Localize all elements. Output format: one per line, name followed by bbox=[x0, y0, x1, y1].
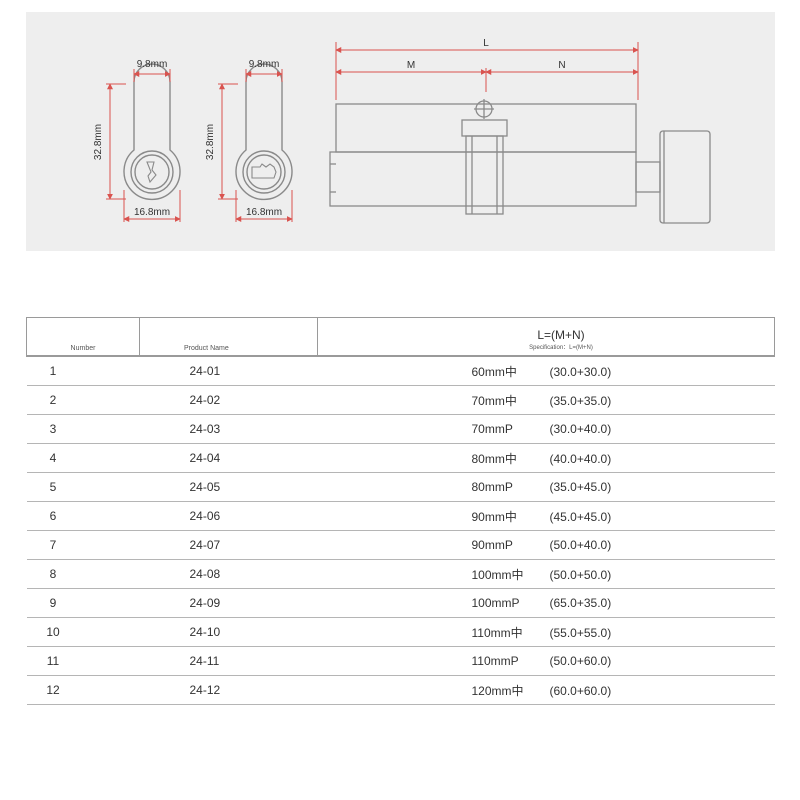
row-product-name: 24-04 bbox=[139, 443, 318, 473]
header-product-name: Product Name bbox=[139, 317, 318, 357]
row-product-name: 24-08 bbox=[139, 559, 318, 589]
row-m-plus-n: (30.0+30.0) bbox=[549, 364, 612, 379]
header-product-name-label: Product Name bbox=[184, 345, 229, 352]
header-number: Number bbox=[26, 317, 140, 357]
row-m-plus-n: (60.0+60.0) bbox=[549, 683, 612, 698]
row-specification: 60mm中 (30.0+30.0) bbox=[317, 356, 775, 386]
header-spec-subtitle: Specification：L=(M+N) bbox=[529, 345, 593, 351]
row-number: 2 bbox=[26, 385, 140, 415]
row-m-plus-n: (40.0+40.0) bbox=[549, 451, 612, 466]
m-length-label: M bbox=[407, 60, 415, 71]
n-length-label: N bbox=[558, 60, 565, 71]
row-length: 120mm中 bbox=[471, 683, 524, 698]
row-length: 70mm中 bbox=[471, 393, 517, 408]
row-m-plus-n: (45.0+45.0) bbox=[549, 509, 612, 524]
row-number: 12 bbox=[26, 675, 140, 705]
row-m-plus-n: (65.0+35.0) bbox=[549, 596, 612, 610]
row-number: 9 bbox=[26, 588, 140, 618]
left-width-label: 9.8mm bbox=[137, 59, 168, 70]
header-number-label: Number bbox=[70, 345, 96, 352]
row-specification: 90mmP (50.0+40.0) bbox=[317, 530, 775, 560]
row-number: 6 bbox=[26, 501, 140, 531]
row-specification: 110mm中 (55.0+55.0) bbox=[317, 617, 775, 647]
row-specification: 100mmP (65.0+35.0) bbox=[317, 588, 775, 618]
row-product-name: 24-02 bbox=[139, 385, 318, 415]
row-number: 5 bbox=[26, 472, 140, 502]
row-length: 110mmP bbox=[471, 654, 519, 668]
diagram-panel: 9.8mm 32.8mm 16.8mm 9.8mm 32.8mm 16.8mm bbox=[26, 12, 775, 251]
row-m-plus-n: (50.0+40.0) bbox=[549, 538, 612, 552]
header-spec-title: L=(M+N) bbox=[537, 328, 585, 342]
left-profile bbox=[123, 63, 181, 201]
row-length: 60mm中 bbox=[471, 364, 517, 379]
row-specification: 90mm中 (45.0+45.0) bbox=[317, 501, 775, 531]
table-header-row: Number Product Name L=(M+N) Specificatio… bbox=[26, 317, 775, 357]
row-length: 80mmP bbox=[471, 480, 513, 494]
length-dimensions bbox=[335, 42, 639, 100]
row-specification: 110mmP (50.0+60.0) bbox=[317, 646, 775, 676]
row-specification: 80mmP (35.0+45.0) bbox=[317, 472, 775, 502]
row-specification: 80mm中 (40.0+40.0) bbox=[317, 443, 775, 473]
row-number: 3 bbox=[26, 414, 140, 444]
row-number: 7 bbox=[26, 530, 140, 560]
left-base-label: 16.8mm bbox=[134, 207, 170, 218]
row-length: 80mm中 bbox=[471, 451, 517, 466]
row-product-name: 24-06 bbox=[139, 501, 318, 531]
row-specification: 70mm中 (35.0+35.0) bbox=[317, 385, 775, 415]
row-m-plus-n: (30.0+40.0) bbox=[549, 422, 612, 436]
row-specification: 70mmP (30.0+40.0) bbox=[317, 414, 775, 444]
row-specification: 100mm中 (50.0+50.0) bbox=[317, 559, 775, 589]
row-number: 11 bbox=[26, 646, 140, 676]
spec-table: Number Product Name L=(M+N) Specificatio… bbox=[26, 317, 775, 705]
row-m-plus-n: (50.0+60.0) bbox=[549, 654, 612, 668]
left-dimensions bbox=[106, 69, 181, 222]
total-length-label: L bbox=[483, 38, 489, 49]
row-length: 90mm中 bbox=[471, 509, 517, 524]
row-product-name: 24-10 bbox=[139, 617, 318, 647]
row-length: 100mmP bbox=[471, 596, 520, 610]
cylinder-drawing: 9.8mm 32.8mm 16.8mm 9.8mm 32.8mm 16.8mm bbox=[93, 38, 711, 224]
row-number: 10 bbox=[26, 617, 140, 647]
row-length: 110mm中 bbox=[471, 625, 523, 640]
row-number: 8 bbox=[26, 559, 140, 589]
row-m-plus-n: (50.0+50.0) bbox=[549, 567, 612, 582]
row-length: 100mm中 bbox=[471, 567, 524, 582]
row-product-name: 24-03 bbox=[139, 414, 318, 444]
row-product-name: 24-07 bbox=[139, 530, 318, 560]
row-length: 70mmP bbox=[471, 422, 513, 436]
right-base-label: 16.8mm bbox=[246, 207, 282, 218]
right-profile bbox=[235, 63, 293, 201]
left-height-label: 32.8mm bbox=[93, 124, 104, 160]
row-product-name: 24-01 bbox=[139, 356, 318, 386]
right-dimensions bbox=[218, 69, 293, 222]
right-width-label: 9.8mm bbox=[249, 59, 280, 70]
row-product-name: 24-11 bbox=[139, 646, 318, 676]
right-height-label: 32.8mm bbox=[205, 124, 216, 160]
row-m-plus-n: (35.0+35.0) bbox=[549, 393, 612, 408]
row-number: 4 bbox=[26, 443, 140, 473]
row-length: 90mmP bbox=[471, 538, 513, 552]
row-number: 1 bbox=[26, 356, 140, 386]
row-product-name: 24-12 bbox=[139, 675, 318, 705]
row-m-plus-n: (35.0+45.0) bbox=[549, 480, 612, 494]
row-product-name: 24-05 bbox=[139, 472, 318, 502]
row-specification: 120mm中 (60.0+60.0) bbox=[317, 675, 775, 705]
row-product-name: 24-09 bbox=[139, 588, 318, 618]
row-m-plus-n: (55.0+55.0) bbox=[549, 625, 612, 640]
cylinder-side-view bbox=[329, 99, 711, 224]
header-specification: L=(M+N) Specification：L=(M+N) bbox=[317, 317, 775, 357]
